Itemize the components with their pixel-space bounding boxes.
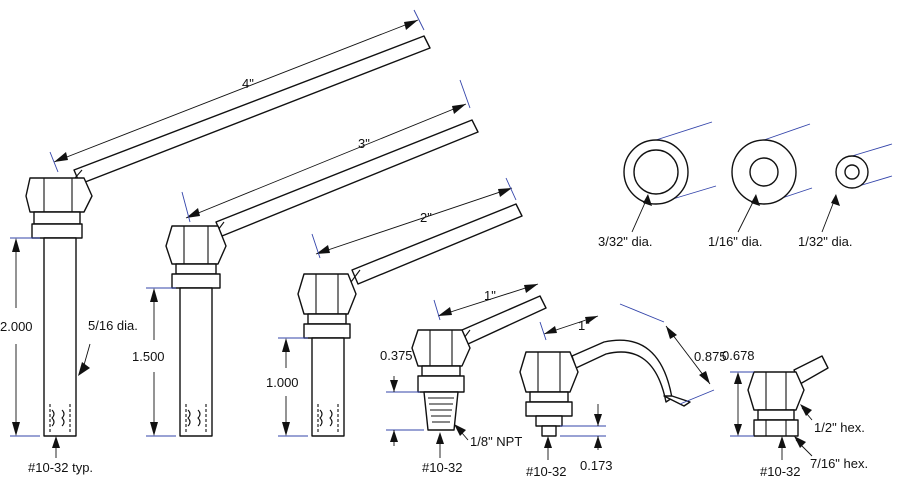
probe-4in-body <box>43 237 77 437</box>
dimensions <box>10 9 813 460</box>
probe-4in-hex <box>25 177 93 213</box>
probe-2in-hex <box>297 273 357 315</box>
label-h-2000: 2.000 <box>0 319 33 334</box>
label-h-0375: 0.375 <box>380 348 413 363</box>
label-dia-1-16: 1/16" dia. <box>708 234 763 249</box>
tube-cross-sections <box>623 121 893 233</box>
probe-4in <box>25 35 431 437</box>
label-dia-5-16: 5/16 dia. <box>88 318 138 333</box>
label-4in: 4" <box>242 76 254 91</box>
label-hex-7-16: 7/16" hex. <box>810 456 868 471</box>
probe-3in <box>165 119 479 437</box>
probe-short <box>747 355 829 437</box>
label-dia-1-32: 1/32" dia. <box>798 234 853 249</box>
label-hex-half: 1/2" hex. <box>814 420 865 435</box>
label-dia-3-32: 3/32" dia. <box>598 234 653 249</box>
label-npt: 1/8" NPT <box>470 434 522 449</box>
label-thread-typ: #10-32 typ. <box>28 460 93 475</box>
label-1in-b: 1" <box>578 318 590 333</box>
label-h-0173: 0.173 <box>580 458 613 473</box>
label-thread-c: #10-32 <box>760 464 800 479</box>
label-3in: 3" <box>358 136 370 151</box>
probe-2in-tube <box>351 203 523 285</box>
label-1in-a: 1" <box>484 288 496 303</box>
npt-thread <box>423 391 459 431</box>
probe-1in-npt <box>411 295 547 431</box>
probe-3in-hex <box>165 225 227 265</box>
probe-1in-npt-tube <box>461 295 547 345</box>
label-thread-b: #10-32 <box>526 464 566 479</box>
probe-2in-body <box>311 337 345 437</box>
text-labels: 4" 3" 2" 1" 1" 3/32" dia. 1/16" dia. 1/3… <box>0 76 868 479</box>
label-h-0678: 0.678 <box>722 348 755 363</box>
probe-1in-npt-hex <box>411 329 471 367</box>
label-h-1000: 1.000 <box>266 375 299 390</box>
probe-bent-tube <box>571 339 673 403</box>
probe-bent <box>519 339 691 437</box>
probe-bent-hex <box>519 351 579 393</box>
label-h-0875: 0.875 <box>694 349 727 364</box>
probe-3in-tube <box>215 119 479 237</box>
label-thread-a: #10-32 <box>422 460 462 475</box>
probe-short-hex <box>747 371 805 411</box>
label-h-1500: 1.500 <box>132 349 165 364</box>
probe-2in <box>297 203 523 437</box>
probe-3in-body <box>179 287 213 437</box>
label-2in: 2" <box>420 210 432 225</box>
